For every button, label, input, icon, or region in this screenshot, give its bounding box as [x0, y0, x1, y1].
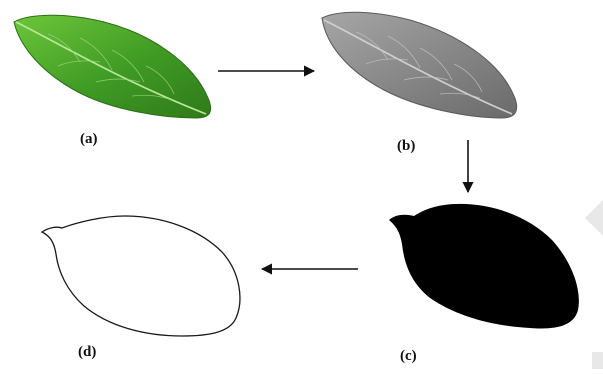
leaf-contour-outline [42, 216, 240, 336]
leaf-color-image [14, 15, 211, 118]
caption-d: (d) [78, 345, 96, 360]
leaf-binary-silhouette [389, 204, 579, 329]
leaf-grayscale-image [322, 12, 517, 118]
caption-b: (b) [397, 139, 415, 154]
caption-c: (c) [400, 349, 417, 364]
page-edge-marker-bottom [592, 352, 603, 369]
caption-a: (a) [80, 132, 98, 147]
